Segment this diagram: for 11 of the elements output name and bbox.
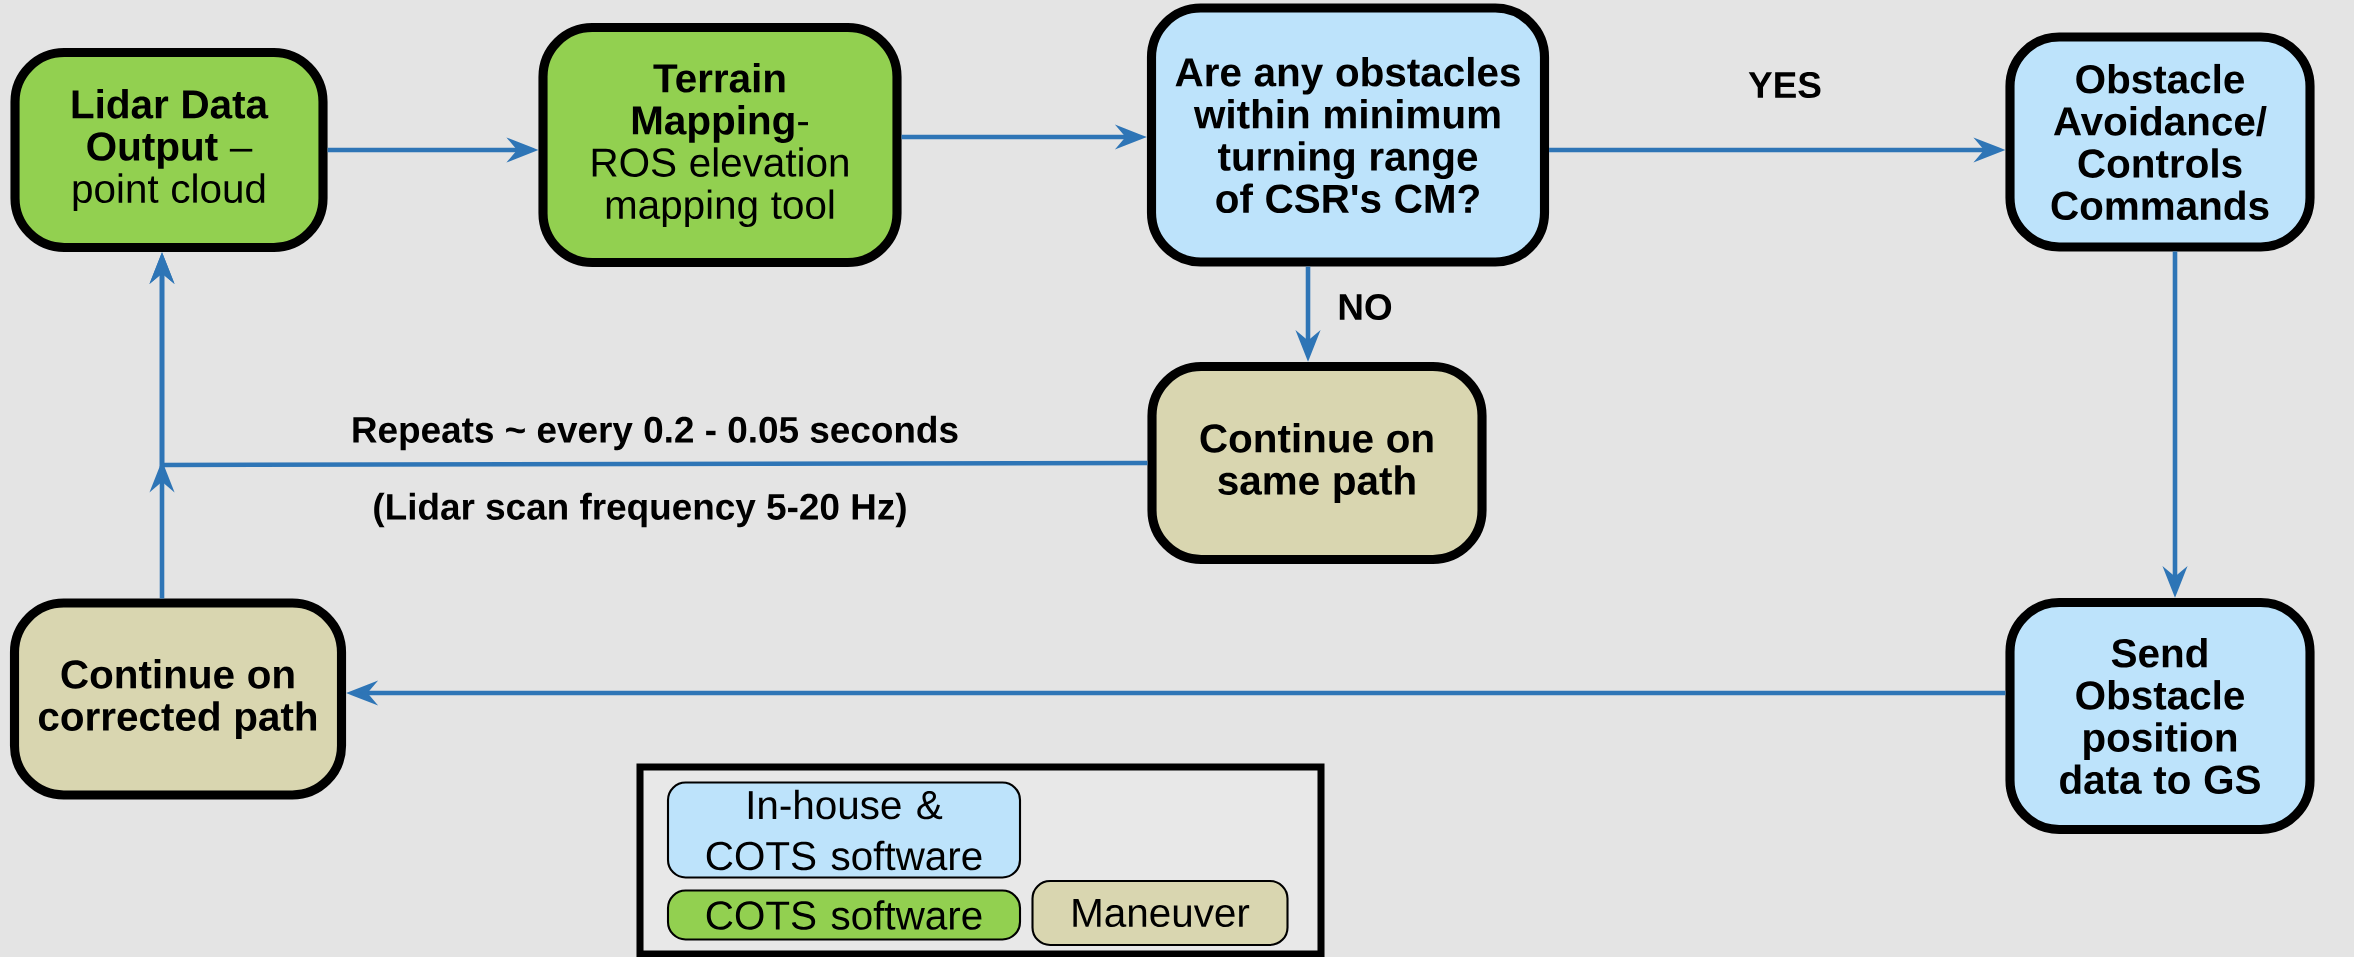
process-box: Are any obstacles within minimum turning range of CSR's CM? xyxy=(1146,3,1550,267)
process-box: Continue on same path xyxy=(1147,361,1487,565)
edge-label: NO xyxy=(1333,290,1397,324)
process-box: Lidar Data Output – point cloud xyxy=(10,47,328,253)
process-box: Obstacle Avoidance/ Controls Commands xyxy=(2005,32,2315,252)
edge-label: Repeats ~ every 0.2 - 0.05 seconds xyxy=(347,412,963,454)
note-text: (Lidar scan frequency 5-20 Hz) xyxy=(374,492,906,528)
edge-label: YES xyxy=(1744,68,1826,102)
process-box: Continue on corrected path xyxy=(9,598,347,800)
process-box: Terrain Mapping- ROS elevation mapping tool xyxy=(538,22,902,268)
process-box: Send Obstacle position data to GS xyxy=(2005,597,2315,835)
